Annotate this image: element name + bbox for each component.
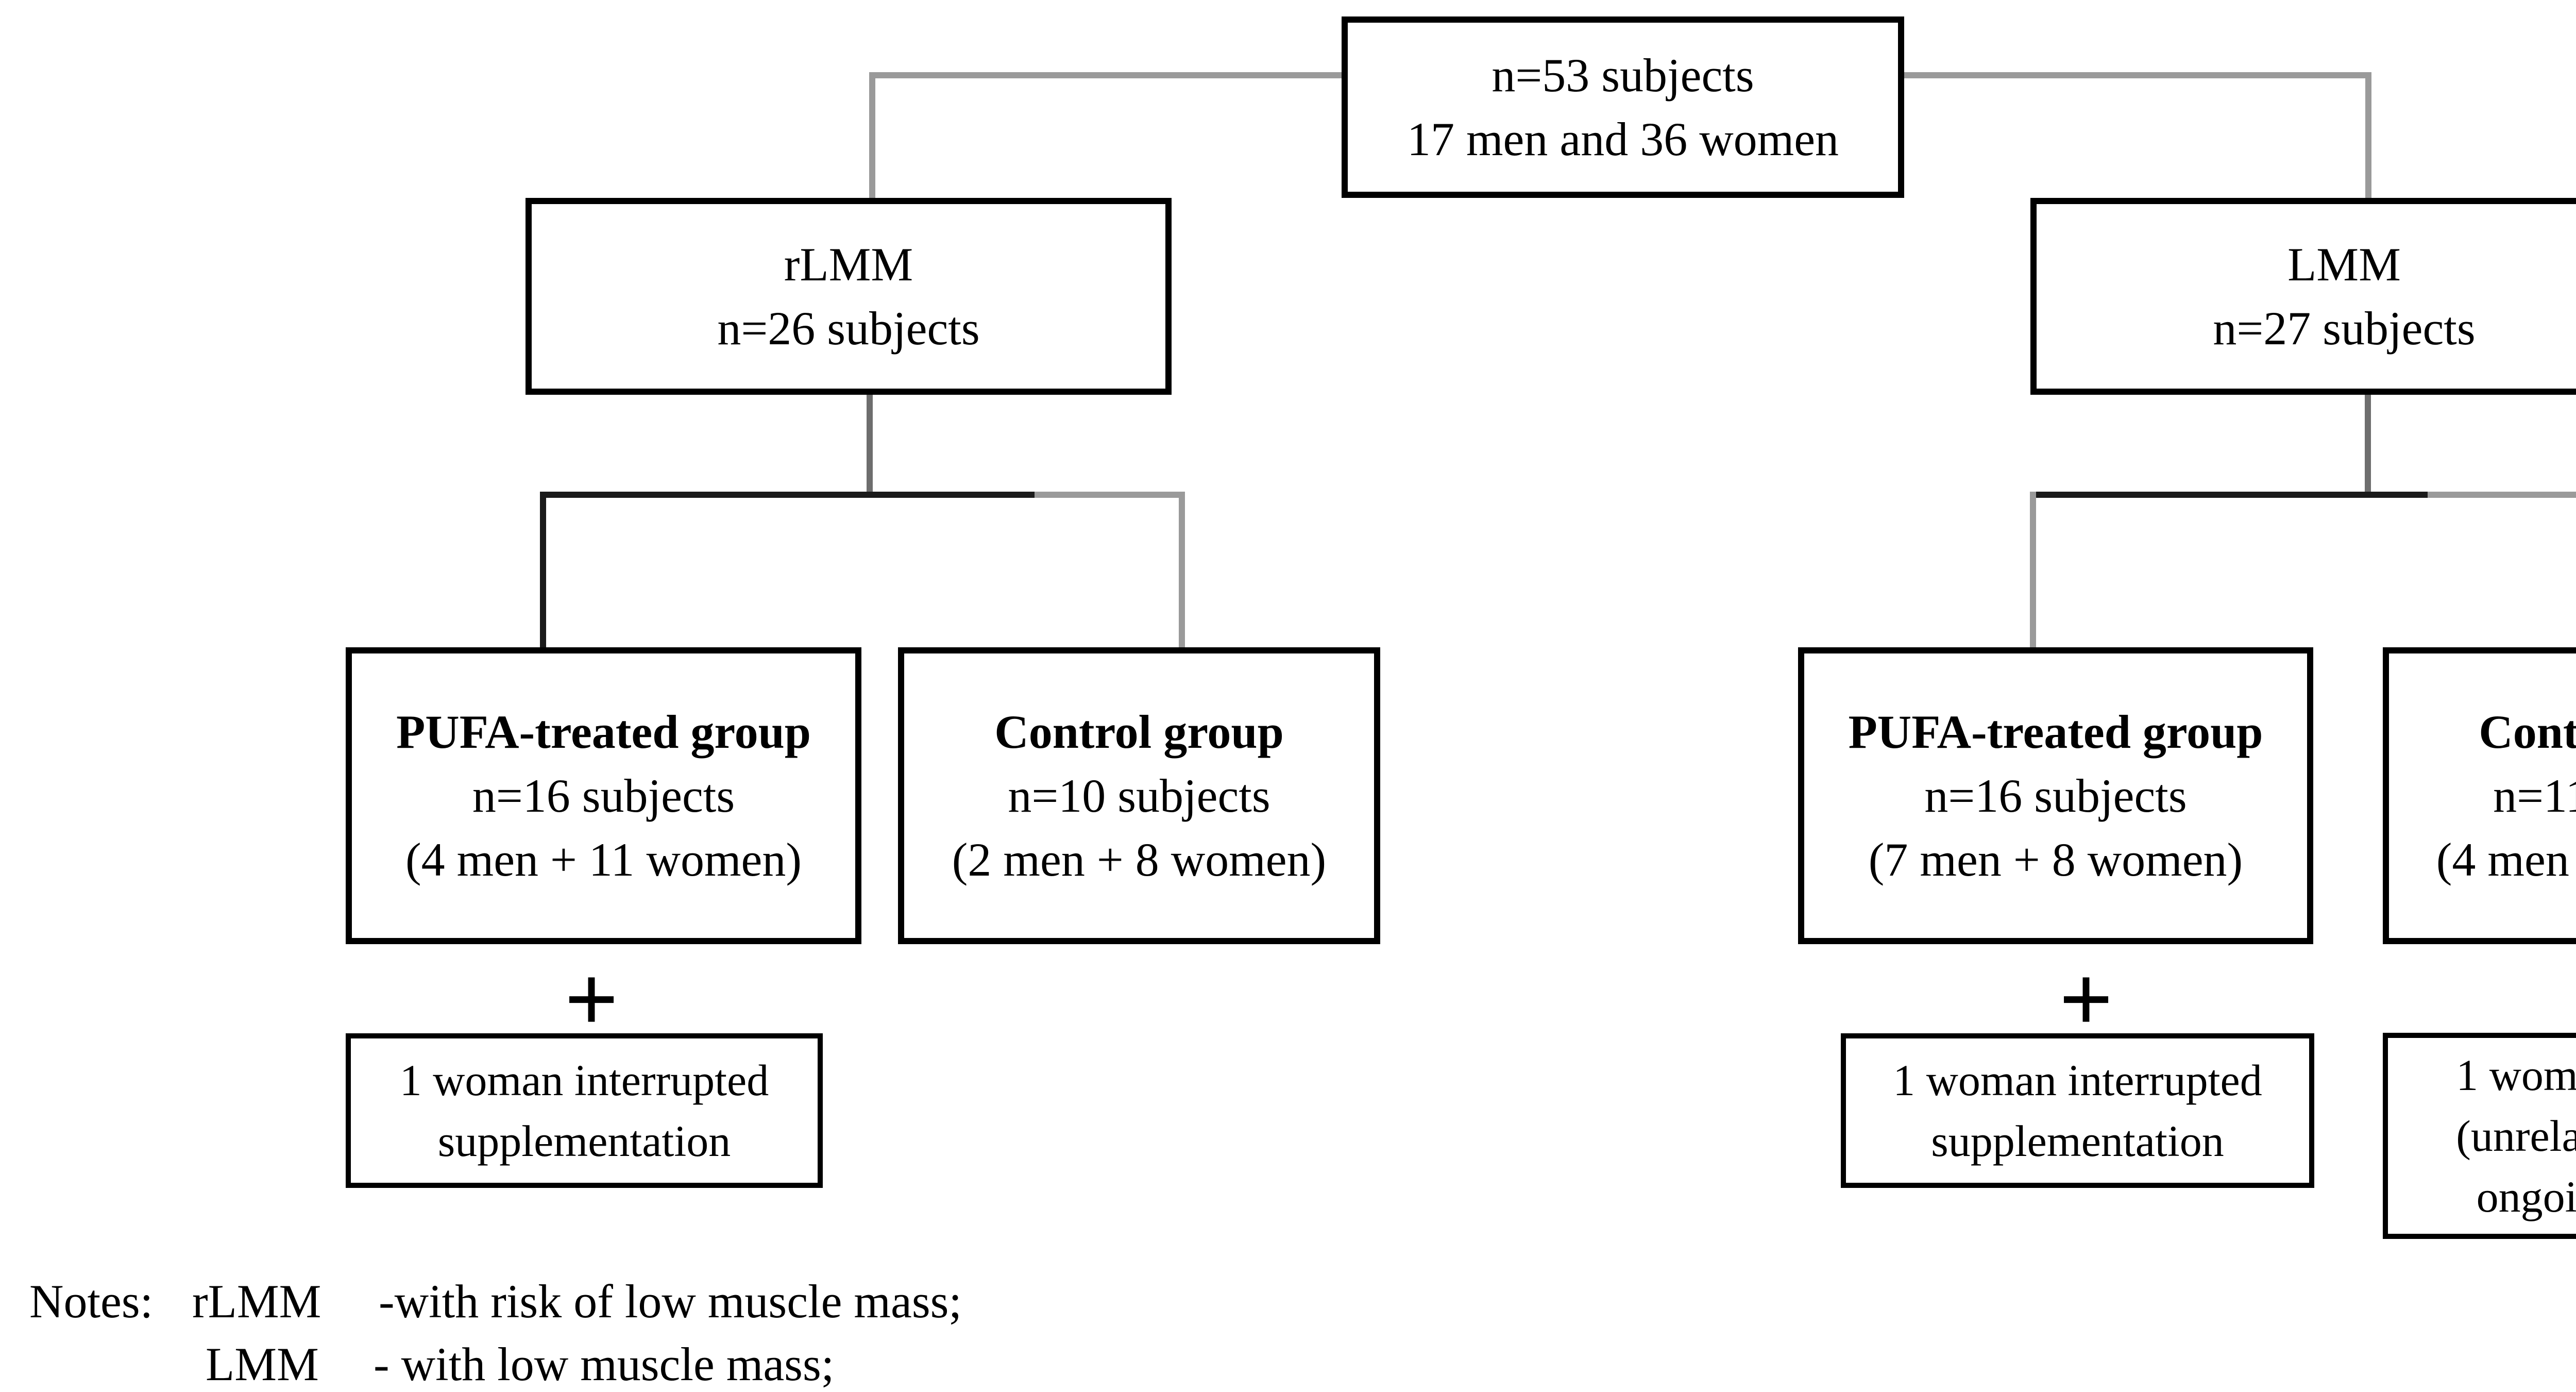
middle-dropout-line2: supplementation xyxy=(1931,1116,2224,1166)
connector-lmm-distribution-left xyxy=(2030,492,2428,498)
notes-definition-rlmm: -with risk of low muscle mass; xyxy=(379,1275,962,1328)
lmm-subjects: n=27 subjects xyxy=(2213,302,2476,355)
connector-rlmm-stem xyxy=(867,395,873,495)
root-subjects: n=53 subjects xyxy=(1492,49,1754,102)
left-pufa-box: PUFA-treated group n=16 subjects (4 men … xyxy=(346,647,861,944)
middle-dropout-box: 1 woman interrupted supplementation xyxy=(1841,1033,2314,1188)
left-control-title: Control group xyxy=(994,706,1284,758)
lmm-label: LMM xyxy=(2287,238,2401,291)
notes-definition-lmm: - with low muscle mass; xyxy=(374,1338,835,1390)
connector-right-pufa-drop xyxy=(2030,492,2036,647)
connector-root-right-horizontal xyxy=(1904,72,2371,78)
left-control-gender: (2 men + 8 women) xyxy=(952,833,1327,886)
left-control-box: Control group n=10 subjects (2 men + 8 w… xyxy=(898,647,1380,944)
connector-rlmm-distribution-left xyxy=(540,492,1035,498)
notes-label: Notes: xyxy=(29,1275,154,1328)
rlmm-label: rLMM xyxy=(784,238,913,291)
root-box: n=53 subjects 17 men and 36 women xyxy=(1342,16,1904,198)
connector-root-left-vertical xyxy=(869,72,875,201)
right-pufa-box: PUFA-treated group n=16 subjects (7 men … xyxy=(1798,647,2313,944)
right-dropout-line2: (unrelated with the xyxy=(2456,1111,2576,1161)
left-pufa-subjects: n=16 subjects xyxy=(472,769,735,822)
connector-rlmm-distribution-right xyxy=(1035,492,1185,498)
right-control-title: Control group xyxy=(2479,706,2576,758)
root-gender: 17 men and 36 women xyxy=(1406,113,1839,165)
connector-left-control-drop xyxy=(1179,492,1185,647)
middle-dropout-line1: 1 woman interrupted xyxy=(1893,1055,2262,1105)
rlmm-box: rLMM n=26 subjects xyxy=(526,198,1172,395)
plus-icon-middle: + xyxy=(2059,947,2113,1052)
left-dropout-line2: supplementation xyxy=(437,1116,731,1166)
connector-root-right-vertical xyxy=(2365,72,2371,201)
right-control-gender: (4 men + 6 women) xyxy=(2436,833,2576,886)
right-dropout-line1: 1 woman deceased xyxy=(2456,1050,2576,1100)
plus-icon-left: + xyxy=(564,947,619,1052)
left-dropout-line1: 1 woman interrupted xyxy=(399,1055,769,1105)
right-pufa-gender: (7 men + 8 women) xyxy=(1868,833,2243,886)
left-pufa-title: PUFA-treated group xyxy=(396,706,811,758)
left-pufa-gender: (4 men + 11 women) xyxy=(405,833,802,886)
right-control-subjects: n=11 subjects xyxy=(2493,769,2576,822)
connector-lmm-stem xyxy=(2365,395,2371,495)
right-dropout-box: 1 woman deceased (unrelated with the ong… xyxy=(2383,1033,2576,1239)
notes-abbr-lmm: LMM xyxy=(206,1338,319,1390)
right-pufa-subjects: n=16 subjects xyxy=(1924,769,2187,822)
rlmm-subjects: n=26 subjects xyxy=(717,302,980,355)
connector-left-pufa-drop xyxy=(540,492,546,647)
left-control-subjects: n=10 subjects xyxy=(1008,769,1270,822)
right-pufa-title: PUFA-treated group xyxy=(1848,706,2263,758)
connector-root-left-horizontal xyxy=(869,72,1342,78)
connector-lmm-distribution-right xyxy=(2428,492,2576,498)
right-control-box: Control group n=11 subjects (4 men + 6 w… xyxy=(2383,647,2576,944)
lmm-box: LMM n=27 subjects xyxy=(2030,198,2576,395)
notes-abbr-rlmm: rLMM xyxy=(192,1275,321,1328)
right-dropout-line3: ongoing project) xyxy=(2476,1172,2576,1221)
left-dropout-box: 1 woman interrupted supplementation xyxy=(346,1033,823,1188)
